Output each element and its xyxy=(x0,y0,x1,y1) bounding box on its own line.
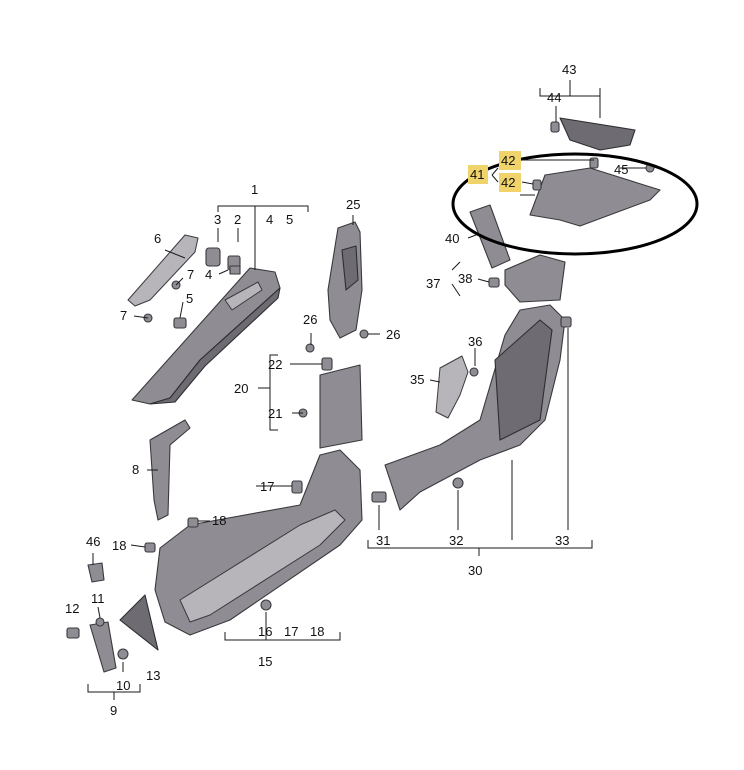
label-30[interactable]: 30 xyxy=(468,563,482,578)
label-42[interactable]: 42 xyxy=(501,153,515,168)
label-4[interactable]: 4 xyxy=(266,212,273,227)
label-18c[interactable]: 18 xyxy=(112,538,126,553)
clip-18b[interactable] xyxy=(144,542,156,553)
clip-12[interactable] xyxy=(66,627,80,639)
label-40[interactable]: 40 xyxy=(445,231,459,246)
clip-22[interactable] xyxy=(321,357,333,371)
cover-43-upper[interactable] xyxy=(559,117,636,151)
a-pillar-trim-edge xyxy=(149,287,281,405)
trim-37[interactable] xyxy=(504,254,566,303)
bracket-35[interactable] xyxy=(435,355,469,419)
label-4b[interactable]: 4 xyxy=(205,267,212,282)
part-8-bracket[interactable] xyxy=(149,419,191,521)
label-17b[interactable]: 17 xyxy=(260,479,274,494)
label-13[interactable]: 13 xyxy=(146,668,160,683)
cover-43[interactable] xyxy=(529,167,661,227)
label-9[interactable]: 9 xyxy=(110,703,117,718)
label-16[interactable]: 16 xyxy=(258,624,272,639)
label-26b[interactable]: 26 xyxy=(386,327,400,342)
b-pillar-upper-inner xyxy=(341,245,359,291)
clip-5[interactable] xyxy=(173,317,187,329)
label-20[interactable]: 20 xyxy=(234,381,248,396)
a-pillar-trim-window xyxy=(224,281,263,311)
clip-3[interactable] xyxy=(205,247,221,267)
label-3[interactable]: 3 xyxy=(214,212,221,227)
clip-46[interactable] xyxy=(87,562,105,583)
highlight-42b xyxy=(499,173,521,192)
label-7[interactable]: 7 xyxy=(187,267,194,282)
label-37[interactable]: 37 xyxy=(426,276,440,291)
clip-17[interactable] xyxy=(291,480,303,494)
label-7b[interactable]: 7 xyxy=(120,308,127,323)
label-32[interactable]: 32 xyxy=(449,533,463,548)
label-18b[interactable]: 18 xyxy=(212,513,226,528)
label-6[interactable]: 6 xyxy=(154,231,161,246)
clip-11[interactable] xyxy=(95,617,105,627)
label-17[interactable]: 17 xyxy=(284,624,298,639)
label-10[interactable]: 10 xyxy=(116,678,130,693)
clip-36[interactable] xyxy=(469,367,479,377)
trim-40[interactable] xyxy=(469,204,511,269)
label-8[interactable]: 8 xyxy=(132,462,139,477)
trim-cover-13[interactable] xyxy=(119,594,159,651)
label-42b[interactable]: 42 xyxy=(501,175,515,190)
label-33[interactable]: 33 xyxy=(555,533,569,548)
label-22[interactable]: 22 xyxy=(268,357,282,372)
clip-4[interactable] xyxy=(229,265,241,275)
label-44[interactable]: 44 xyxy=(547,90,561,105)
clip-10[interactable] xyxy=(117,648,129,660)
clip-38[interactable] xyxy=(488,277,500,288)
bracket-9[interactable] xyxy=(89,621,117,673)
label-5[interactable]: 5 xyxy=(286,212,293,227)
label-36[interactable]: 36 xyxy=(468,334,482,349)
highlight-41 xyxy=(468,165,488,184)
label-12[interactable]: 12 xyxy=(65,601,79,616)
clip-32[interactable] xyxy=(452,477,464,489)
label-5b[interactable]: 5 xyxy=(186,291,193,306)
label-31[interactable]: 31 xyxy=(376,533,390,548)
label-21[interactable]: 21 xyxy=(268,406,282,421)
sill-panel-15-step xyxy=(179,509,346,623)
label-35[interactable]: 35 xyxy=(410,372,424,387)
label-2[interactable]: 2 xyxy=(234,212,241,227)
highlight-42a xyxy=(499,151,521,170)
rear-side-trim-30-panel xyxy=(494,319,553,441)
label-38[interactable]: 38 xyxy=(458,271,472,286)
label-1[interactable]: 1 xyxy=(251,182,258,197)
label-15[interactable]: 15 xyxy=(258,654,272,669)
leader-lines xyxy=(87,80,646,700)
label-25[interactable]: 25 xyxy=(346,197,360,212)
clip-44[interactable] xyxy=(550,121,560,133)
highlight-oval xyxy=(451,152,699,256)
clip-26a[interactable] xyxy=(305,343,315,353)
bracket-6[interactable] xyxy=(127,234,199,307)
label-11[interactable]: 11 xyxy=(91,591,105,606)
label-41[interactable]: 41 xyxy=(470,167,484,182)
clip-26b[interactable] xyxy=(359,329,369,339)
label-43[interactable]: 43 xyxy=(562,62,576,77)
clip-42b[interactable] xyxy=(532,179,542,191)
callout-labels: 1 2 3 4 5 4 5 6 7 7 8 9 10 11 12 13 15 1… xyxy=(65,62,628,718)
clip-16[interactable] xyxy=(260,599,272,611)
clip-18a[interactable] xyxy=(187,517,199,528)
clip-33[interactable] xyxy=(560,316,572,328)
label-45[interactable]: 45 xyxy=(614,162,628,177)
b-pillar-lower-trim-20[interactable] xyxy=(319,364,363,449)
label-18[interactable]: 18 xyxy=(310,624,324,639)
label-46[interactable]: 46 xyxy=(86,534,100,549)
label-26[interactable]: 26 xyxy=(303,312,317,327)
clip-31[interactable] xyxy=(371,491,387,503)
